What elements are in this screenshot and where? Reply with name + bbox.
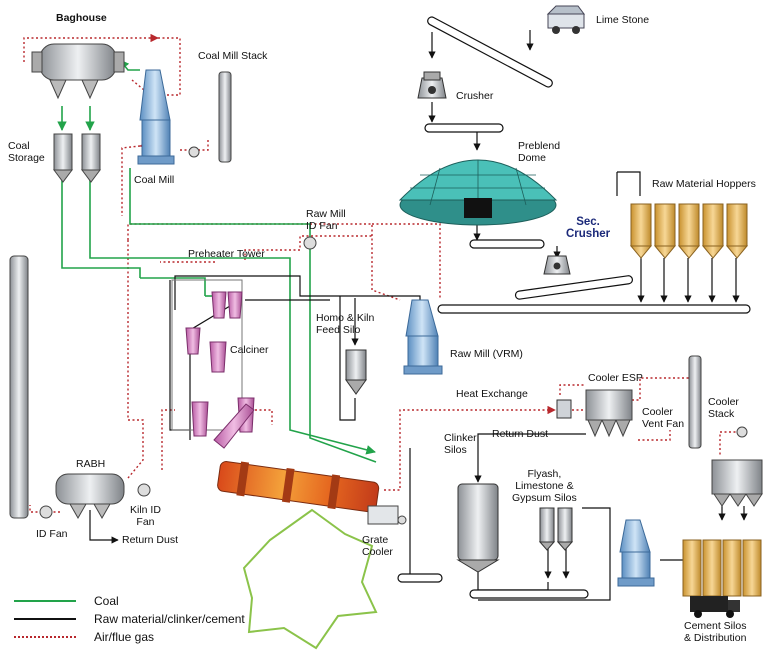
heat-exchanger bbox=[556, 399, 572, 419]
legend-material-label: Raw material/clinker/cement bbox=[94, 612, 245, 626]
conveyors bbox=[397, 16, 751, 599]
label-cooler-vent-fan: Cooler Vent Fan bbox=[642, 406, 685, 430]
legend-gas-label: Air/flue gas bbox=[94, 630, 155, 644]
cement-mill bbox=[617, 519, 655, 587]
label-return-dust-top: Return Dust bbox=[492, 428, 549, 440]
coal-mill bbox=[137, 69, 175, 165]
label-baghouse: Baghouse bbox=[56, 12, 107, 24]
coal-mill-stack bbox=[188, 71, 232, 163]
cement-silos bbox=[682, 539, 762, 618]
cooler-esp bbox=[585, 389, 633, 438]
label-coal-mill: Coal Mill bbox=[134, 174, 175, 186]
kiln-id-fan-icon bbox=[137, 483, 151, 497]
homo-kiln-feed-silo bbox=[345, 349, 367, 395]
label-crusher: Crusher bbox=[456, 90, 494, 102]
dome-conveyor bbox=[469, 239, 545, 249]
raw-mill-vrm bbox=[403, 299, 443, 375]
label-cement-silos: Cement Silos & Distribution bbox=[684, 620, 747, 644]
label-preheater-tower: Preheater Tower bbox=[188, 248, 265, 260]
label-preblend-dome: Preblend Dome bbox=[518, 140, 561, 164]
label-raw-material-hoppers: Raw Material Hoppers bbox=[652, 178, 756, 190]
limestone-conveyor bbox=[427, 16, 553, 88]
sec-crusher-conveyor bbox=[514, 275, 634, 300]
raw-material-hoppers bbox=[629, 203, 749, 259]
clinker-conveyor bbox=[397, 573, 443, 583]
label-kiln-id-fan: Kiln ID Fan bbox=[130, 504, 161, 528]
label-id-fan: ID Fan bbox=[36, 528, 68, 540]
raw-mill-id-fan-icon bbox=[303, 236, 317, 250]
cement-truck-icon bbox=[690, 596, 740, 618]
legend bbox=[14, 600, 76, 638]
label-cooler-esp: Cooler ESP bbox=[588, 372, 643, 384]
label-lime-stone: Lime Stone bbox=[596, 14, 650, 26]
main-stack bbox=[9, 255, 53, 519]
sec-crusher bbox=[543, 255, 571, 275]
label-cooler-stack: Cooler Stack bbox=[708, 396, 739, 420]
label-raw-mill-vrm: Raw Mill (VRM) bbox=[450, 348, 523, 360]
label-sec-crusher: Sec. Crusher bbox=[566, 216, 611, 240]
legend-coal-label: Coal bbox=[94, 594, 119, 608]
coal-lines bbox=[57, 59, 377, 463]
crusher bbox=[417, 71, 447, 99]
label-coal-mill-stack: Coal Mill Stack bbox=[198, 50, 268, 62]
rabh bbox=[55, 473, 125, 520]
label-homo-kiln-feed-silo: Homo & Kiln Feed Silo bbox=[316, 312, 375, 336]
gas-lines bbox=[23, 33, 740, 513]
preheater-tower bbox=[171, 279, 255, 449]
preblend-dome bbox=[398, 159, 558, 226]
star-overlay bbox=[242, 508, 378, 650]
label-raw-mill-id-fan: Raw Mill ID Fan bbox=[306, 208, 346, 232]
label-flyash-silos: Flyash, Limestone & Gypsum Silos bbox=[512, 468, 577, 504]
label-calciner: Calciner bbox=[230, 344, 269, 356]
label-return-dust-bottom: Return Dust bbox=[122, 534, 179, 546]
baghouse bbox=[31, 43, 125, 100]
hopper-conveyor bbox=[437, 304, 751, 314]
rotary-kiln bbox=[217, 461, 380, 513]
coal-storage bbox=[53, 133, 101, 183]
cement-additive-bins bbox=[711, 459, 763, 507]
label-coal-storage: Coal Storage bbox=[8, 140, 45, 164]
label-rabh: RABH bbox=[76, 458, 106, 470]
limestone-truck-icon bbox=[546, 5, 585, 34]
crusher-conveyor bbox=[424, 123, 504, 133]
label-clinker-silos: Clinker Silos bbox=[444, 432, 477, 456]
clinker-silo bbox=[456, 483, 500, 573]
silo-conveyor bbox=[469, 589, 589, 599]
grate-cooler bbox=[367, 505, 407, 525]
label-heat-exchange: Heat Exchange bbox=[456, 388, 528, 400]
flyash-silos bbox=[538, 507, 574, 551]
label-grate-cooler: Grate Cooler bbox=[362, 534, 393, 558]
cooler-stack bbox=[688, 355, 748, 449]
